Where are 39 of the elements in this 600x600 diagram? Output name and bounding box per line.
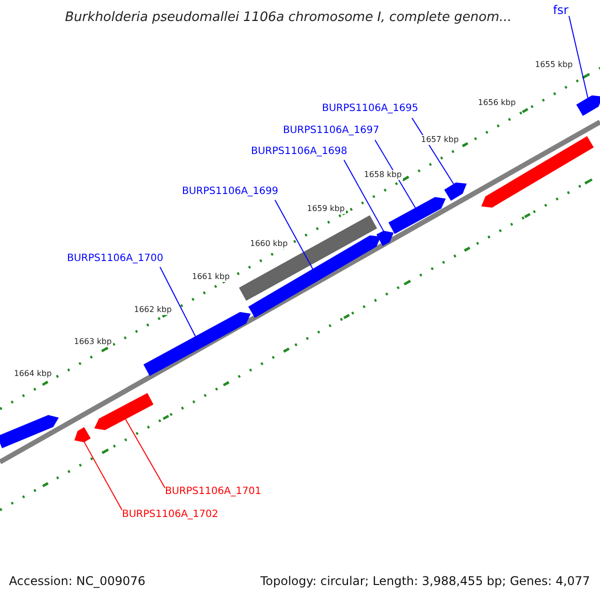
leader-line: [344, 160, 384, 232]
leader-line: [568, 16, 588, 99]
scale-label: 1662 kbp: [133, 305, 173, 315]
leader-line: [374, 140, 416, 209]
gene-feature: [376, 230, 394, 246]
leader-line: [274, 200, 314, 270]
gene-label: BURPS1106A_1702: [122, 510, 218, 520]
gene-label: BURPS1106A_1698: [251, 147, 348, 157]
gene-label: BURPS1106A_1695: [322, 104, 418, 114]
accession-text: Accession: NC_009076: [9, 575, 146, 587]
gene-feature: [388, 197, 446, 234]
scale-label: 1663 kbp: [73, 337, 113, 347]
scale-label: 1657 kbp: [420, 135, 460, 145]
gene-feature: [444, 182, 467, 201]
scale-label: 1664 kbp: [13, 369, 53, 379]
scale-label: 1656 kbp: [477, 98, 517, 108]
leader-line: [124, 418, 166, 488]
scale-label: 1659 kbp: [306, 204, 346, 214]
genome-summary: Topology: circular; Length: 3,988,455 bp; Genes: 4,077: [260, 575, 590, 587]
gene-label: fsr: [553, 4, 568, 16]
leader-line: [84, 441, 122, 510]
gene-feature: [248, 235, 381, 318]
pseudogene-bar: [238, 215, 378, 301]
gene-feature: [0, 414, 59, 448]
gene-feature: [143, 312, 251, 376]
scale-label: 1660 kbp: [249, 239, 289, 249]
gene-feature: [481, 136, 594, 208]
gene-feature: [74, 427, 91, 442]
gene-feature: [94, 393, 154, 430]
gene-label: BURPS1106A_1700: [67, 254, 164, 264]
scale-label: 1661 kbp: [191, 272, 231, 282]
gene-label: BURPS1106A_1697: [283, 126, 380, 136]
gene-feature: [576, 95, 600, 116]
scale-label: 1655 kbp: [534, 60, 574, 70]
map-title: Burkholderia pseudomallei 1106a chromosome I, complete genom...: [65, 11, 512, 24]
gene-label: BURPS1106A_1699: [182, 187, 278, 197]
scale-label: 1658 kbp: [363, 170, 403, 180]
leader-line: [160, 266, 196, 338]
gene-label: BURPS1106A_1701: [165, 487, 262, 497]
